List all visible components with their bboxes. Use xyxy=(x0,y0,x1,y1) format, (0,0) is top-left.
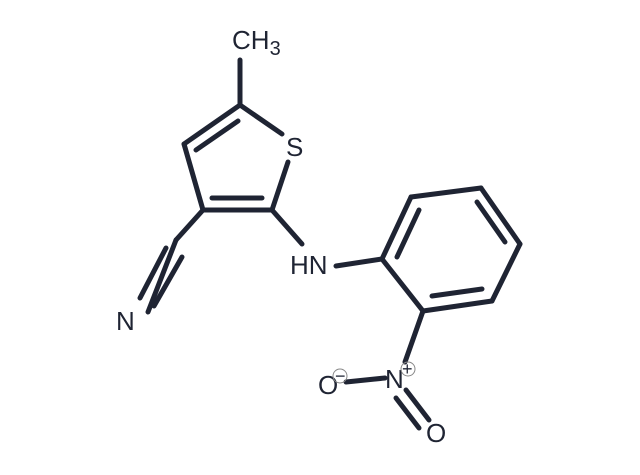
methyl-main: CH xyxy=(232,25,270,55)
sulfur-label: S xyxy=(286,132,303,162)
bond-c3-c4 xyxy=(181,141,206,213)
amine-label: HN xyxy=(290,250,328,280)
bond-s-c2 xyxy=(269,159,291,213)
bond-nitro-o-double-b xyxy=(393,395,422,431)
bond-ar-inner-a xyxy=(394,207,422,260)
bond-nitrile-single xyxy=(173,207,206,243)
negative-charge-ring xyxy=(332,368,348,384)
bond-nitro-o-minus xyxy=(343,375,388,385)
bond-nitrile-triple-c xyxy=(151,254,185,309)
bond-ar-5 xyxy=(420,298,495,314)
nitro-nitrogen-charge: + xyxy=(402,359,413,379)
bond-ar-6 xyxy=(379,256,426,314)
bond-c5-s xyxy=(237,102,285,137)
bond-ar-nitro xyxy=(402,308,426,365)
bond-ar-1 xyxy=(379,194,414,262)
bond-c2-nh xyxy=(269,207,305,247)
bond-nh-aryl xyxy=(333,256,385,269)
bond-nitrile-triple-b xyxy=(137,245,169,301)
nitrile-nitrogen-label: N xyxy=(116,306,135,336)
bond-ar-inner-c xyxy=(429,286,485,299)
bond-c4-c5-inner xyxy=(193,118,241,153)
bond-nitrile-triple-a xyxy=(145,237,179,315)
nitro-oxygen-label: O xyxy=(426,418,446,448)
bond-c4-c5 xyxy=(181,102,243,147)
bond-ar-3 xyxy=(478,185,523,247)
methyl-subscript: 3 xyxy=(270,38,281,60)
nitro-oxygen-charge: − xyxy=(335,366,346,386)
bond-nitro-o-double-a xyxy=(403,387,432,423)
methyl-label: CH3 xyxy=(232,25,281,60)
bond-ar-2 xyxy=(408,185,484,200)
bond-ar-4 xyxy=(489,241,523,304)
positive-charge-ring xyxy=(400,361,416,377)
bond-ar-inner-b xyxy=(474,199,508,245)
nitro-nitrogen-label: N xyxy=(385,364,404,394)
